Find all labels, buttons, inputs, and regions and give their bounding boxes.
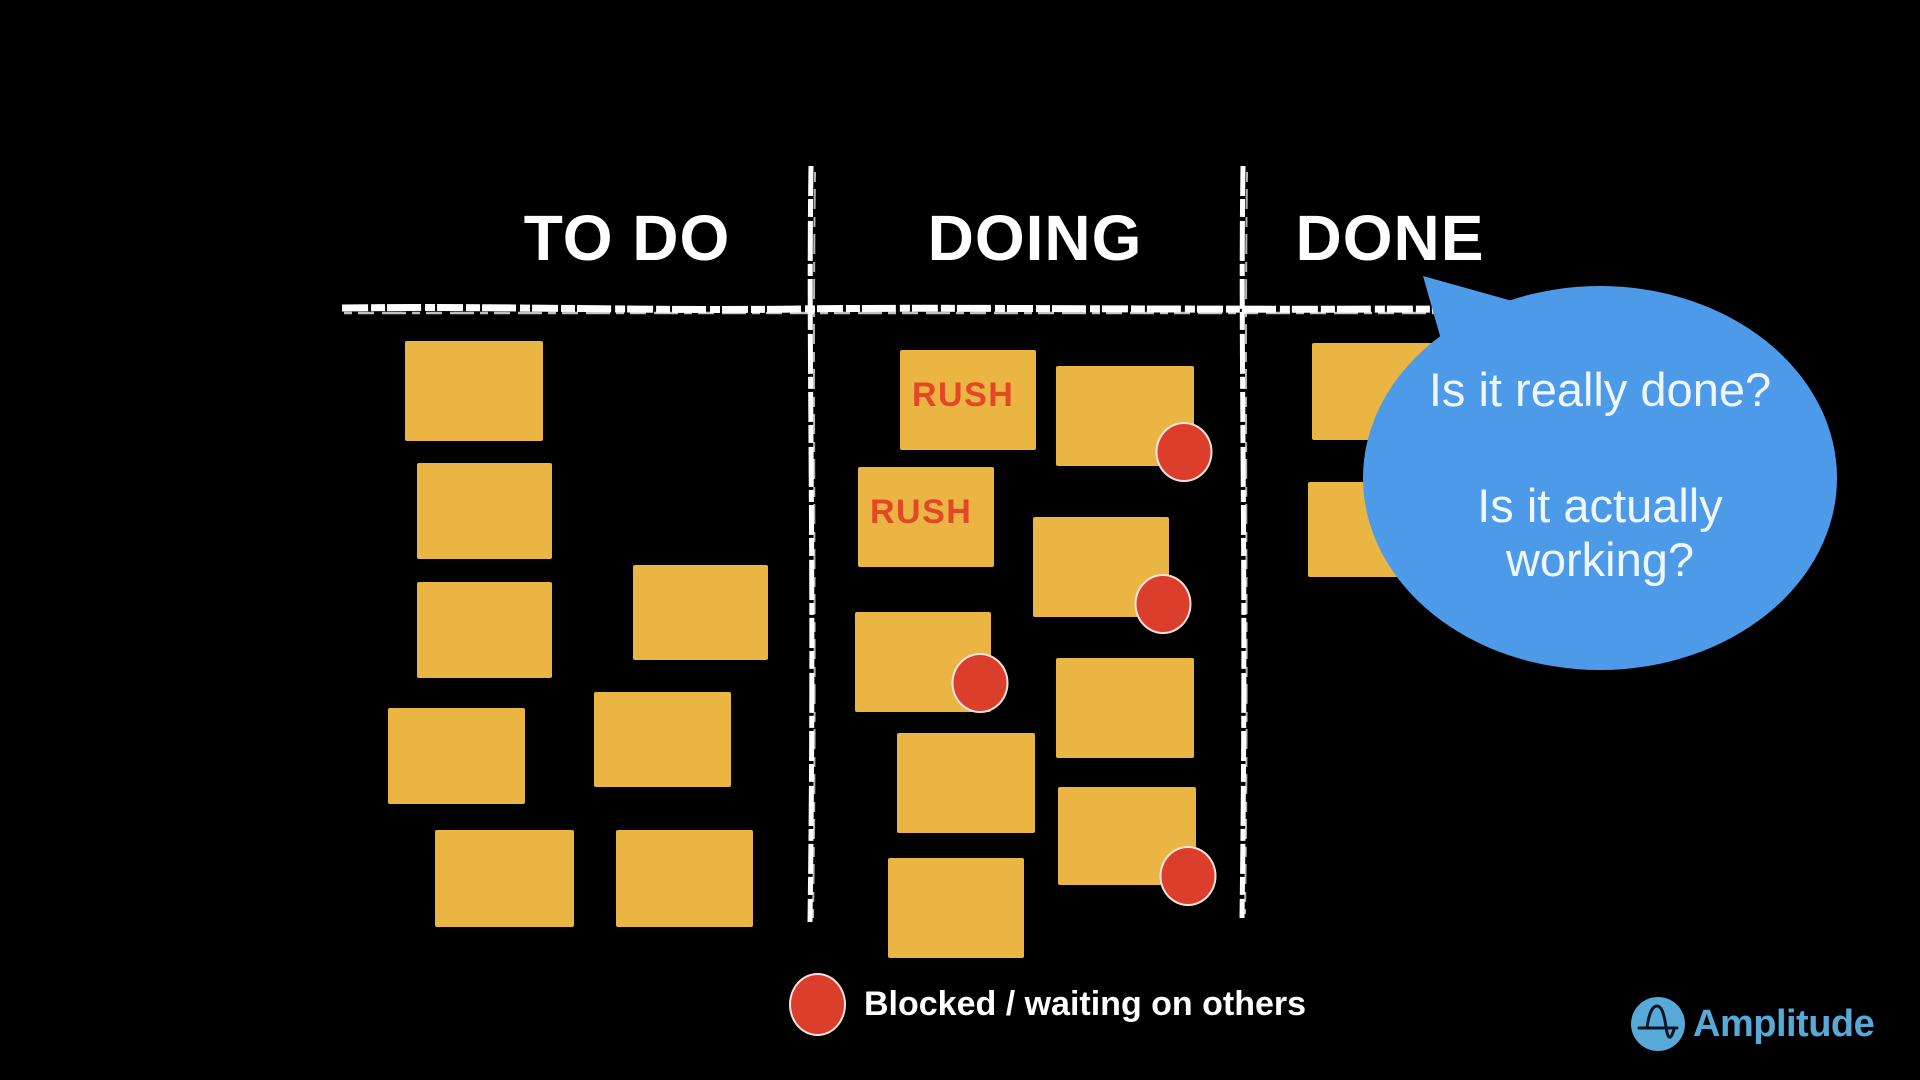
blocked-marker xyxy=(1159,846,1217,906)
sticky-note xyxy=(405,341,543,441)
rush-sticky-note: RUSH xyxy=(858,467,994,567)
column-divider-horizontal xyxy=(341,304,1457,313)
blocked-marker xyxy=(951,653,1009,713)
rush-label: RUSH xyxy=(870,493,973,531)
amplitude-logo: Amplitude xyxy=(1630,996,1875,1052)
amplitude-wordmark: Amplitude xyxy=(1693,1003,1875,1045)
sticky-note xyxy=(1056,658,1194,758)
sticky-note xyxy=(388,708,525,804)
sticky-note xyxy=(616,830,753,927)
sticky-note xyxy=(888,858,1024,958)
amplitude-icon xyxy=(1631,997,1685,1051)
bubble-question-1: Is it really done? xyxy=(1428,363,1772,416)
legend-label: Blocked / waiting on others xyxy=(864,985,1307,1023)
column-divider-vertical-1 xyxy=(807,165,815,923)
rush-sticky-note: RUSH xyxy=(900,350,1036,450)
column-divider-vertical-2 xyxy=(1239,165,1247,919)
sticky-note xyxy=(633,565,768,660)
blocked-marker-legend-icon xyxy=(789,973,846,1036)
speech-bubble: Is it really done? Is it actually workin… xyxy=(1363,286,1837,670)
bubble-question-2: Is it actually xyxy=(1477,479,1723,532)
sticky-note xyxy=(417,582,552,678)
bubble-question-2-cont: working? xyxy=(1505,533,1695,586)
rush-label: RUSH xyxy=(912,376,1015,414)
sticky-note xyxy=(897,733,1035,833)
speech-bubble-text: Is it really done? Is it actually workin… xyxy=(1363,362,1837,586)
blocked-marker xyxy=(1155,422,1213,482)
blocked-marker xyxy=(1134,574,1192,634)
sticky-note xyxy=(594,692,731,787)
sticky-note xyxy=(417,463,552,559)
column-header-done: DONE xyxy=(1295,202,1485,274)
sticky-note xyxy=(435,830,574,927)
column-header-todo: TO DO xyxy=(523,202,731,274)
column-header-doing: DOING xyxy=(927,202,1143,274)
